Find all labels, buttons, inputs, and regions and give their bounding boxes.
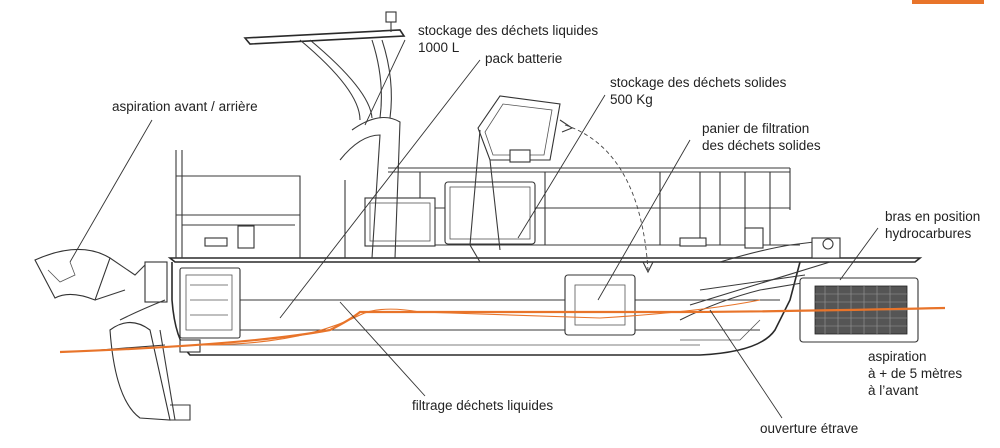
label-arm-line2: hydrocarbures [885, 226, 972, 241]
label-suction-ahead-line3: à l’avant [868, 383, 919, 398]
leader-battery [279, 59, 481, 319]
rear-suction-nozzle [34, 248, 146, 301]
label-basket-line1: panier de filtration [702, 121, 810, 136]
label-liquid-storage-line1: stockage des déchets liquides [418, 23, 599, 38]
label-arm-line1: bras en position [885, 209, 981, 224]
label-basket-line2: des déchets solides [702, 138, 821, 153]
label-liquid-storage-line2: 1000 L [418, 40, 460, 55]
label-suction-front-rear: aspiration avant / arrière [112, 99, 258, 114]
label-suction-ahead: aspiration à + de 5 mètres à l’avant [868, 348, 962, 399]
label-liquid-filter: filtrage déchets liquides [412, 398, 554, 413]
label-basket: panier de filtration des déchets solides [702, 120, 821, 154]
leader-basket [597, 139, 691, 301]
label-liquid-storage: stockage des déchets liquides 1000 L [418, 22, 598, 56]
label-arm: bras en position hydrocarbures [885, 208, 980, 242]
leader-liquid-filter [339, 301, 426, 397]
label-bow-opening: ouverture étrave [760, 421, 859, 436]
label-solid-storage-line1: stockage des déchets solides [610, 75, 787, 90]
leader-bow [709, 309, 783, 419]
label-suction-ahead-line1: aspiration [868, 349, 927, 364]
hull [167, 257, 923, 356]
label-solid-storage: stockage des déchets solides 500 Kg [610, 74, 786, 108]
deck-rails [175, 150, 800, 258]
label-suction-ahead-line2: à + de 5 mètres [868, 366, 963, 381]
leader-suction [69, 119, 153, 263]
leader-arm [839, 227, 879, 281]
solid-container [469, 95, 654, 274]
front-arm-basket [679, 237, 919, 343]
leader-solid-storage [517, 94, 606, 239]
label-battery: pack batterie [485, 51, 563, 66]
rear-machinery [99, 261, 241, 421]
filter-flow-line [199, 299, 761, 346]
label-solid-storage-line2: 500 Kg [610, 92, 653, 107]
corner-mark [912, 0, 984, 4]
leader-liquid-storage [364, 39, 406, 126]
